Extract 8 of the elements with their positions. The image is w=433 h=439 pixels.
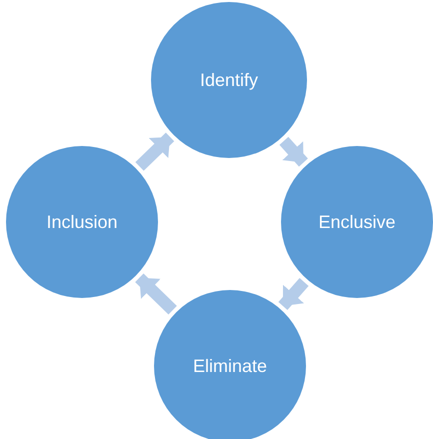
node-label: Identify bbox=[200, 68, 258, 92]
block-arrow bbox=[135, 132, 174, 171]
node-label: Inclusion bbox=[46, 210, 118, 234]
block-arrow bbox=[279, 136, 308, 167]
block-arrow bbox=[135, 273, 177, 315]
node-label: Eliminate bbox=[192, 354, 268, 378]
block-arrow bbox=[278, 278, 309, 310]
node-label: Enclusive bbox=[318, 210, 396, 234]
